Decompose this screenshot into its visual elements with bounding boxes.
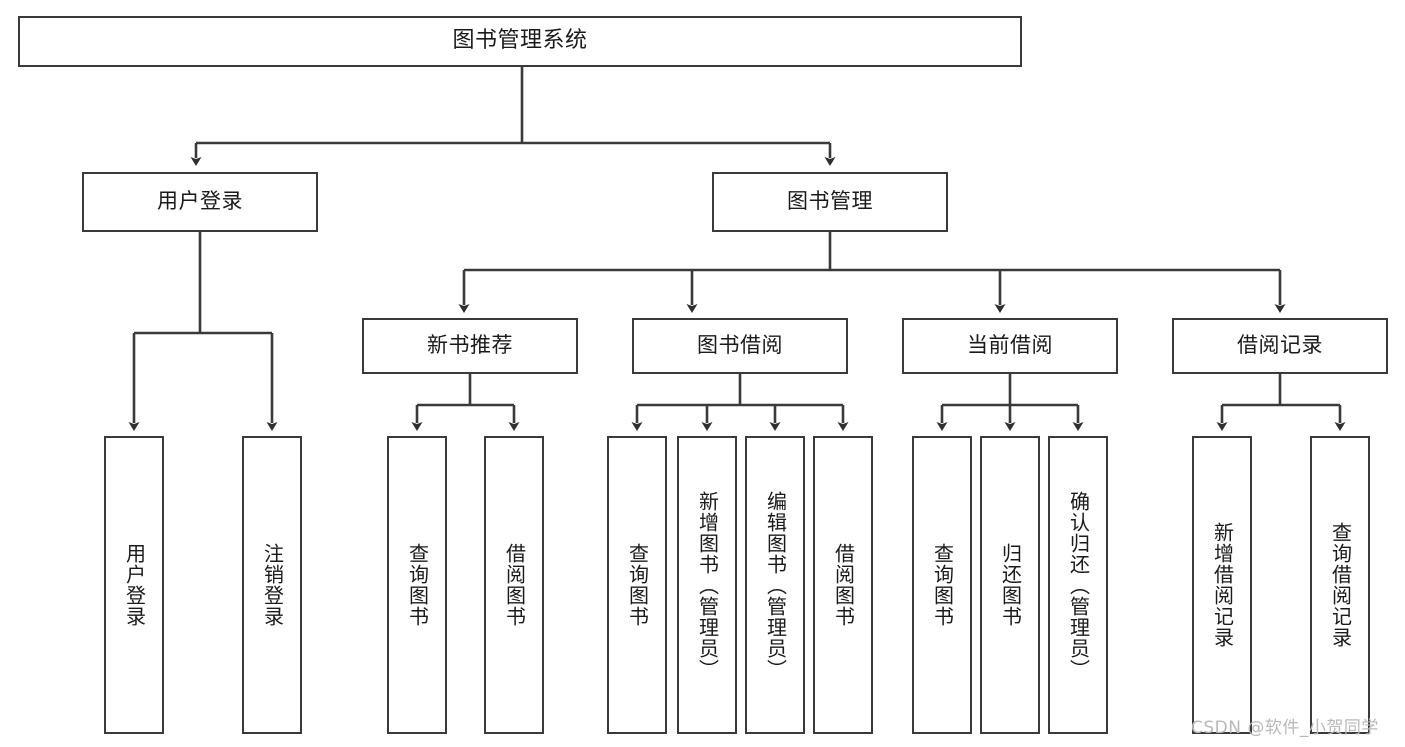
- node-label: 查询借阅记录: [1328, 522, 1353, 648]
- node-label: 借阅图书: [831, 543, 856, 627]
- node-label: 借阅图书: [502, 543, 527, 627]
- node-label: 确认归还（管理员）: [1066, 490, 1091, 680]
- leaf-current-confirm-return-admin[interactable]: 确认归还（管理员）: [1048, 436, 1108, 734]
- node-label: 借阅记录: [1237, 333, 1323, 358]
- leaf-logout[interactable]: 注销登录: [242, 436, 302, 734]
- node-book-management[interactable]: 图书管理: [712, 172, 948, 232]
- node-book-borrow[interactable]: 图书借阅: [632, 318, 848, 374]
- leaf-current-return-book[interactable]: 归还图书: [980, 436, 1040, 734]
- node-root-system[interactable]: 图书管理系统: [18, 16, 1022, 67]
- node-label: 图书管理: [787, 189, 873, 214]
- leaf-user-login[interactable]: 用户登录: [104, 436, 164, 734]
- node-label: 新增借阅记录: [1210, 522, 1235, 648]
- node-label: 图书借阅: [697, 333, 783, 358]
- node-label: 用户登录: [157, 189, 243, 214]
- node-label: 当前借阅: [967, 333, 1053, 358]
- node-label: 用户登录: [122, 543, 147, 627]
- leaf-current-query-book[interactable]: 查询图书: [912, 436, 972, 734]
- leaf-borrow-query-book[interactable]: 查询图书: [607, 436, 667, 734]
- leaf-borrow-borrow-book[interactable]: 借阅图书: [813, 436, 873, 734]
- leaf-newbook-query-book[interactable]: 查询图书: [387, 436, 447, 734]
- node-label: 查询图书: [405, 543, 430, 627]
- node-label: 编辑图书（管理员）: [763, 490, 788, 680]
- node-label: 新增图书（管理员）: [695, 490, 720, 680]
- node-label: 注销登录: [260, 543, 285, 627]
- node-current-borrow[interactable]: 当前借阅: [902, 318, 1118, 374]
- node-new-book-recommend[interactable]: 新书推荐: [362, 318, 578, 374]
- leaf-newbook-borrow-book[interactable]: 借阅图书: [484, 436, 544, 734]
- node-label: 查询图书: [930, 543, 955, 627]
- node-label: 查询图书: [625, 543, 650, 627]
- leaf-borrow-edit-book-admin[interactable]: 编辑图书（管理员）: [745, 436, 805, 734]
- node-label: 归还图书: [998, 543, 1023, 627]
- leaf-records-query-record[interactable]: 查询借阅记录: [1310, 436, 1370, 734]
- node-label: 图书管理系统: [452, 28, 588, 54]
- node-label: 新书推荐: [427, 333, 513, 358]
- csdn-watermark: CSDN @软件_小贺同学: [1191, 718, 1379, 738]
- leaf-borrow-add-book-admin[interactable]: 新增图书（管理员）: [677, 436, 737, 734]
- node-user-login[interactable]: 用户登录: [82, 172, 318, 232]
- node-borrow-records[interactable]: 借阅记录: [1172, 318, 1388, 374]
- leaf-records-add-record[interactable]: 新增借阅记录: [1192, 436, 1252, 734]
